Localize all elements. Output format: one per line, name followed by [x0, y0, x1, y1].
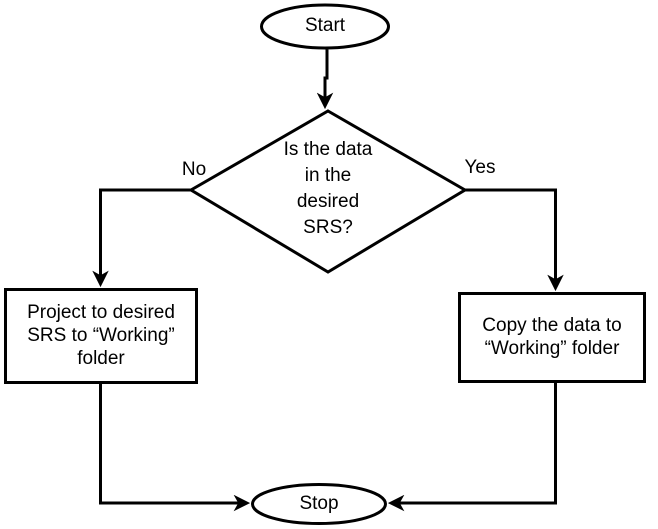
decision-node-shape [188, 109, 468, 274]
stop-node-shape [251, 483, 387, 525]
process-no-node-shape [4, 288, 198, 384]
edge-start-to-decision [316, 49, 334, 110]
edge-process-yes-to-stop [387, 383, 557, 512]
edge-no-decision-to-process [92, 188, 191, 288]
start-node-shape [260, 3, 390, 50]
process-yes-node-shape [458, 292, 646, 383]
decision-node-label: Is the data in the desired SRS? [283, 139, 373, 238]
start-node-label: Start [304, 15, 346, 36]
edge-yes-decision-to-process [465, 188, 564, 292]
branch-no-label: No [181, 159, 207, 180]
process-no-node-label: Project to desired SRS to “Working” fold… [27, 302, 175, 369]
stop-node-label: Stop [299, 493, 339, 514]
process-yes-node-label: Copy the data to “Working” folder [482, 315, 622, 359]
edge-process-no-to-stop [99, 384, 251, 512]
branch-yes-label: Yes [464, 157, 496, 178]
